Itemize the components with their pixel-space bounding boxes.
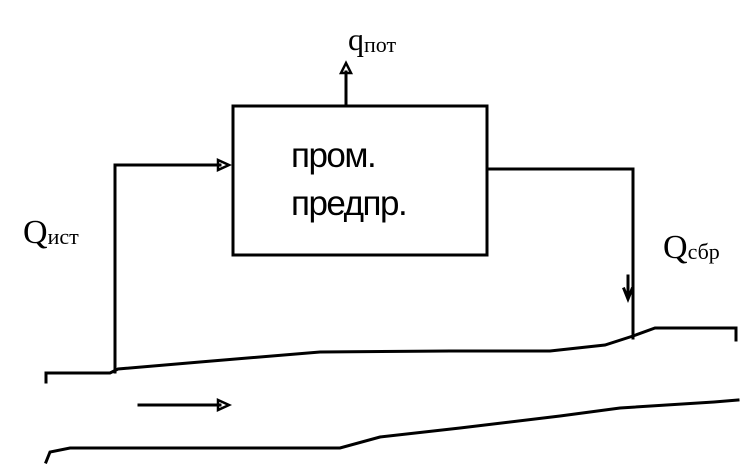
loss-label: qпот bbox=[348, 21, 396, 57]
enterprise-label-line1: пром. bbox=[291, 136, 375, 175]
discharge-label-main: Q bbox=[663, 229, 688, 266]
discharge-label: Qсбр bbox=[663, 229, 720, 266]
loss-label-sub: пот bbox=[364, 32, 396, 57]
enterprise-label-line2: предпр. bbox=[291, 184, 406, 223]
loss-label-main: q bbox=[348, 21, 364, 57]
source-label-sub: ист bbox=[48, 224, 80, 249]
discharge-pipe bbox=[486, 167, 635, 340]
intake-arrowhead bbox=[216, 158, 233, 172]
river-flow-arrowhead bbox=[216, 398, 233, 412]
river-upper-bank bbox=[44, 326, 738, 384]
intake-pipe bbox=[113, 163, 222, 374]
enterprise-box bbox=[231, 104, 489, 257]
source-label: Qист bbox=[23, 214, 79, 251]
loss-arrowhead bbox=[338, 60, 354, 75]
discharge-label-sub: сбр bbox=[688, 239, 720, 264]
river-lower-bank bbox=[44, 398, 740, 464]
source-label-main: Q bbox=[23, 214, 48, 251]
